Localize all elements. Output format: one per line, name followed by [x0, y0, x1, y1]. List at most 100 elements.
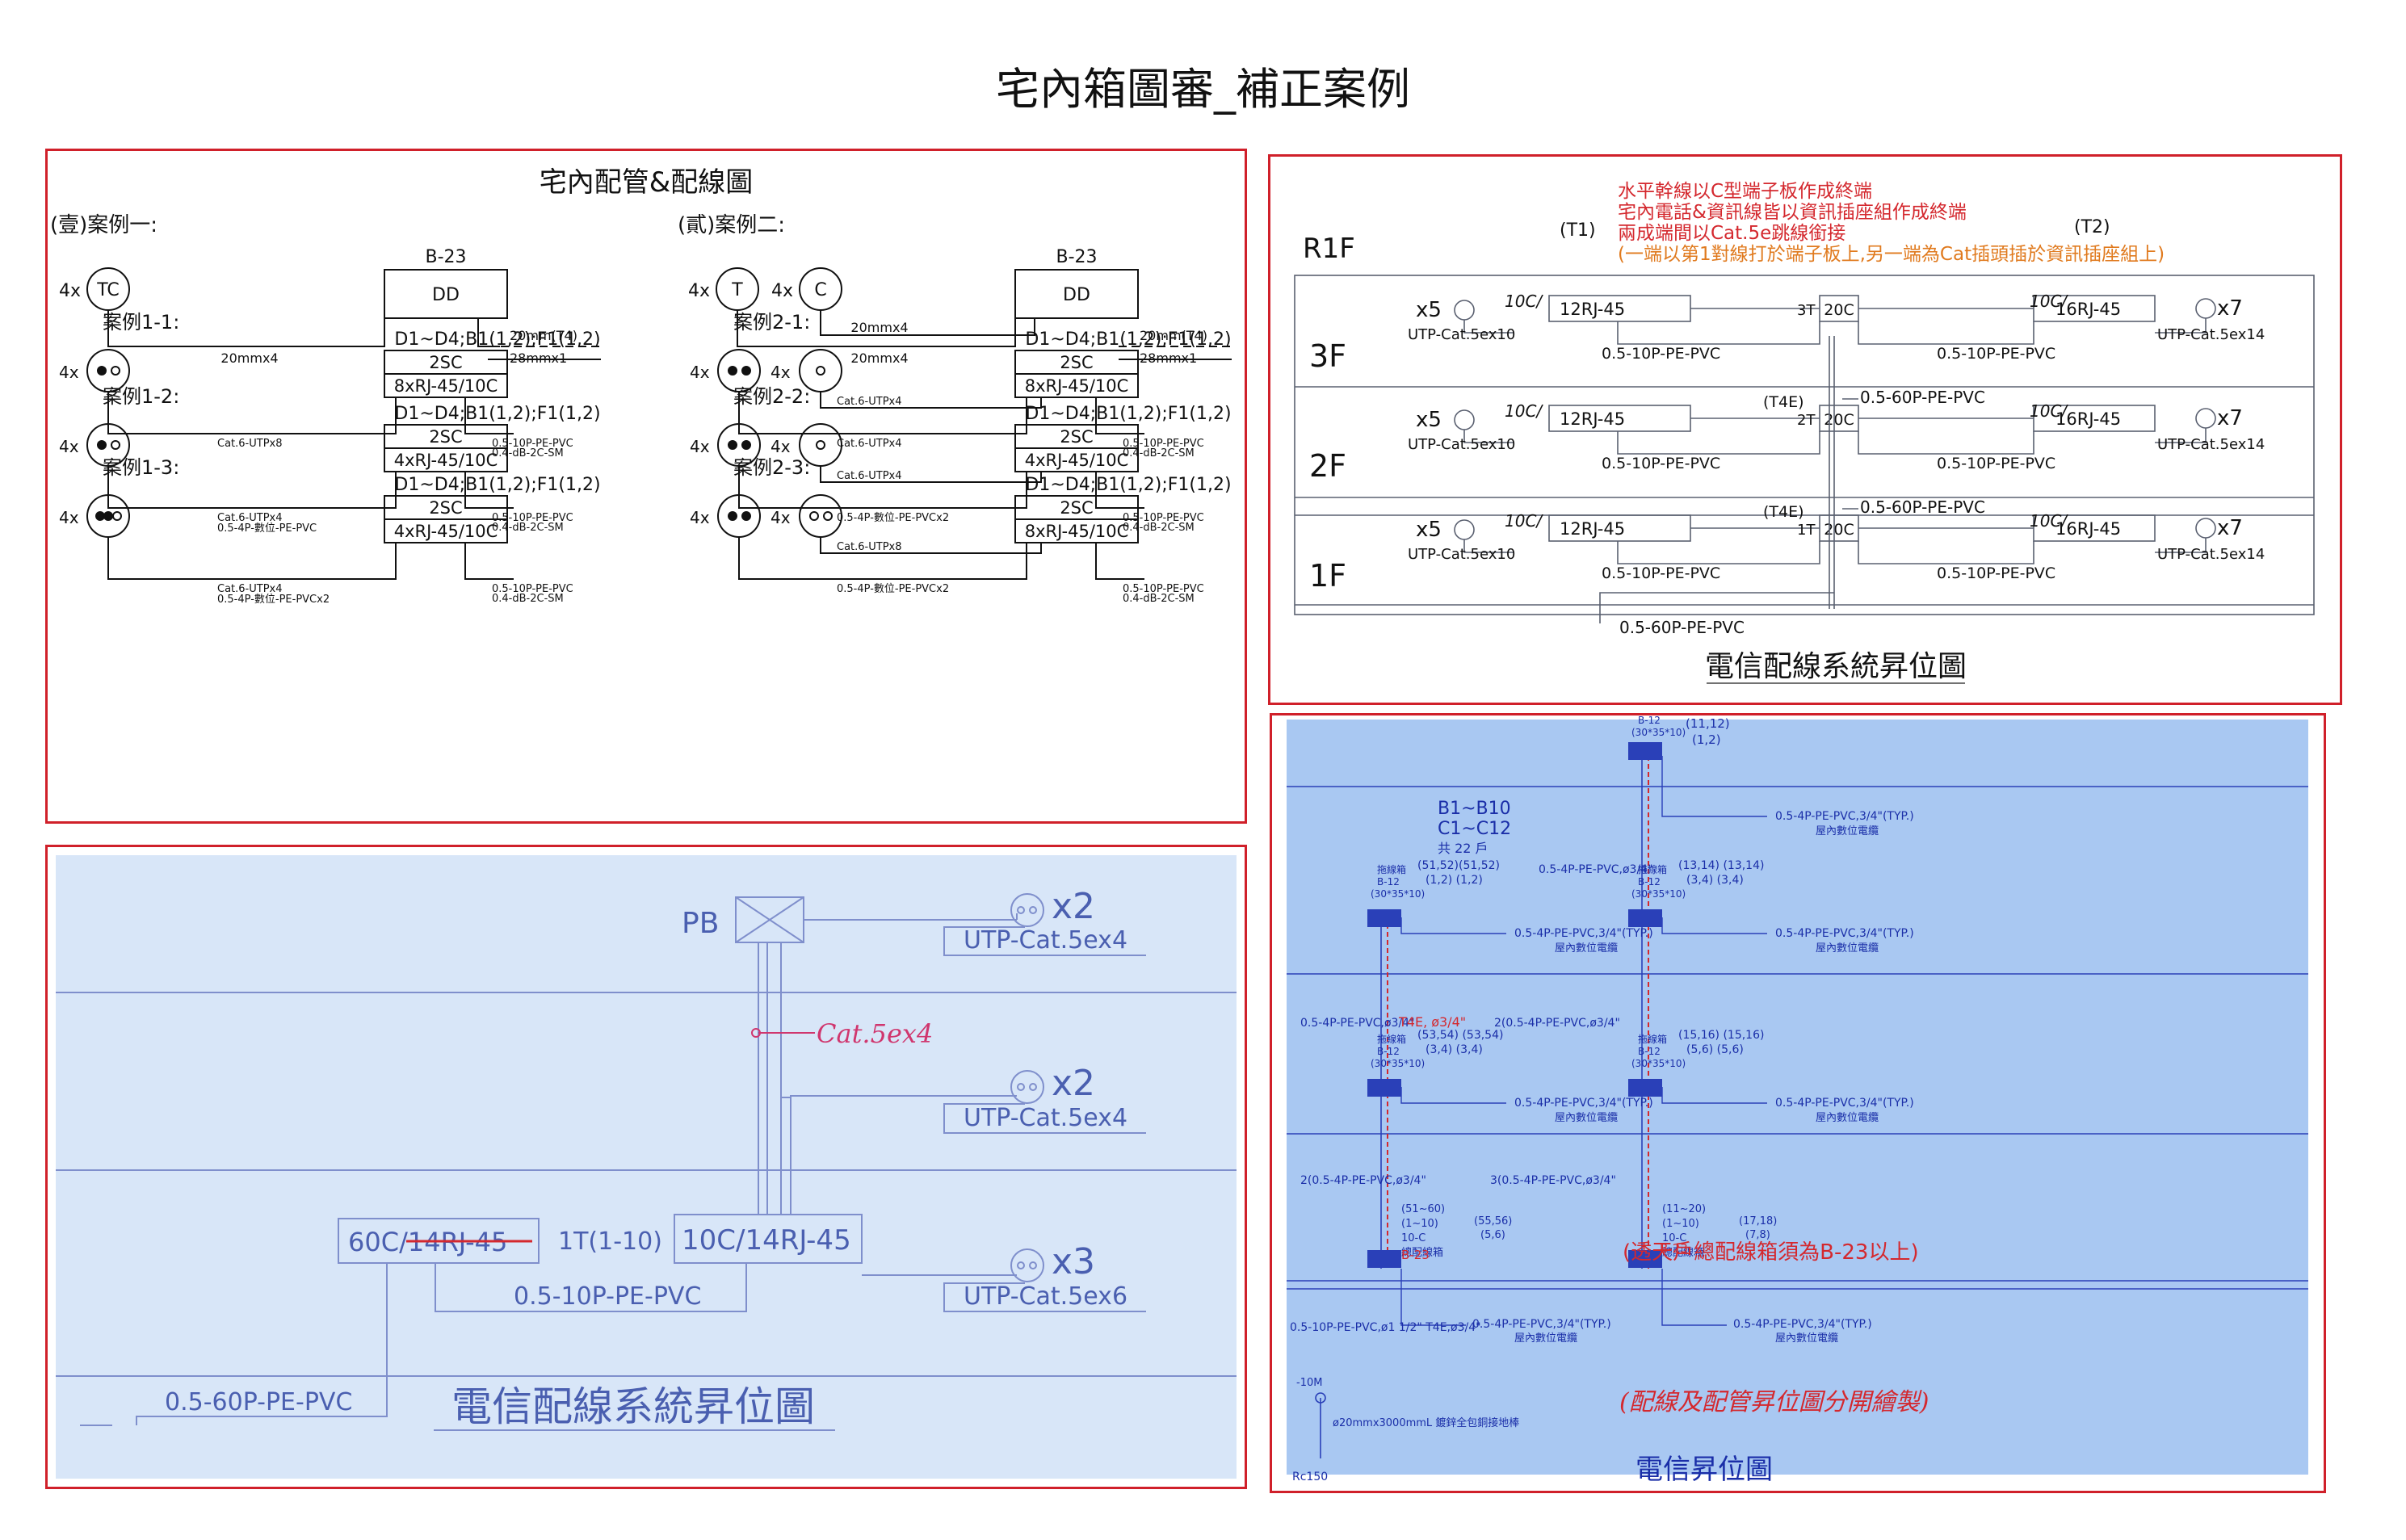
cable-label-2: Cat.6-UTPx4	[837, 438, 902, 450]
x-left: x5	[1416, 298, 1442, 322]
riser-cable-3: 0.5-60P-PE-PVC	[1860, 388, 1985, 407]
outlet-icon	[1454, 300, 1475, 321]
pairs: (15,16) (15,16)	[1678, 1029, 1764, 1042]
x-left: x5	[1416, 518, 1442, 542]
out-label-2: 0.4-dB-2C-SM	[492, 522, 564, 534]
handwritten-cat5: Cat.5ex4	[817, 1018, 933, 1049]
outlet-icon	[2195, 518, 2216, 539]
multiplier-2: 4x	[771, 363, 791, 382]
case1-heading: (壹)案例一:	[50, 213, 157, 237]
left-box-label: 12RJ-45	[1560, 519, 1625, 539]
floor-label: 3F	[1309, 338, 1346, 374]
box-model: B-12	[1377, 1046, 1400, 1057]
red-note: (透天戶總配線箱須為B-23以上)	[1623, 1240, 1919, 1265]
range-label: 10-C	[1401, 1232, 1426, 1244]
dot-icon	[103, 511, 113, 521]
block-title-3: 共 22 戶	[1438, 841, 1489, 856]
dot-icon	[97, 440, 107, 450]
out-label-1: 0.5-10P-PE-PVC	[1123, 438, 1204, 450]
out-label-1: 0.5-10P-PE-PVC	[492, 512, 573, 524]
case1-mult: 4x	[59, 281, 81, 301]
case2-conduit2: 20mm(T4)	[1140, 328, 1207, 343]
pairs: (53,54) (53,54)	[1417, 1029, 1503, 1042]
range-label: (11~20)	[1662, 1203, 1706, 1215]
pairs-b: (3,4) (3,4)	[1686, 874, 1744, 887]
digital-bottom-l: 屋內數位電纜	[1514, 1332, 1577, 1345]
pairs-b: (1,2) (1,2)	[1426, 874, 1483, 887]
t1-label: (T1)	[1560, 220, 1596, 241]
multiplier: 4x	[59, 437, 79, 456]
box-label: 拖線箱	[1377, 1033, 1406, 1045]
utp-left: UTP-Cat.5ex10	[1408, 436, 1515, 453]
outlet-1-mult: x2	[1052, 886, 1095, 927]
cable-label-2: 0.5-4P-數位-PE-PVCx2	[837, 512, 949, 524]
hand-left: 10C/	[1505, 401, 1543, 421]
pairs-b: (5,6) (5,6)	[1686, 1043, 1744, 1056]
case-title: 案例1-1:	[103, 311, 179, 334]
cable-typ-bottom-l: 0.5-4P-PE-PVC,3/4"(TYP.)	[1472, 1318, 1611, 1331]
dot-icon	[728, 440, 737, 450]
floor-label: 1F	[1309, 558, 1346, 594]
pvc-right: 0.5-10P-PE-PVC	[1937, 455, 2055, 472]
out-label-2: 0.4-dB-2C-SM	[492, 447, 564, 459]
case2-conduit1: 20mmx4	[850, 320, 908, 335]
range-label: 10-C	[1662, 1232, 1686, 1244]
wiring-diagram-svg: 宅內配管&配線圖 (壹)案例一: 4x TC B-23 DD 20mmx4 20…	[50, 166, 1232, 606]
outlet-icon	[1454, 519, 1475, 540]
pb-label: PB	[682, 907, 719, 940]
box-bottom-label: 8xRJ-45/10C	[394, 376, 498, 396]
digital-bottom-r: 屋內數位電纜	[1775, 1332, 1838, 1345]
cable-label: Cat.6-UTPx8	[837, 541, 902, 553]
box-size: (30*35*10)	[1371, 1058, 1425, 1069]
c-label: C	[814, 280, 826, 300]
cable-typ-bottom-r: 0.5-4P-PE-PVC,3/4"(TYP.)	[1733, 1318, 1872, 1331]
case-title: 案例2-1:	[733, 311, 810, 334]
cable-label: Cat.6-UTPx4	[217, 583, 283, 595]
right-box-label: 16RJ-45	[2055, 300, 2121, 319]
hand-right: 10C/	[2030, 292, 2068, 311]
roof-label: R1F	[1303, 233, 1355, 265]
dot-icon	[816, 440, 825, 450]
pvc-left: 0.5-10P-PE-PVC	[1602, 564, 1720, 582]
x-right: x7	[2217, 406, 2243, 430]
digital-label: 屋內數位電纜	[1816, 942, 1879, 955]
tc-label: TC	[96, 280, 120, 300]
case1-conduit3: 28mmx1	[510, 350, 567, 366]
t4e-label-2: (T4E)	[1763, 503, 1804, 521]
x-right: x7	[2217, 296, 2243, 321]
outlet-3-cable: UTP-Cat.5ex6	[964, 1282, 1127, 1311]
out-label-1: 0.5-10P-PE-PVC	[492, 583, 573, 595]
dim-label: -10M	[1296, 1377, 1322, 1389]
note-orange: (一端以第1對線打於端子板上,另一端為Cat插頭插於資訊插座組上)	[1618, 244, 2165, 265]
out-label-2: 0.4-dB-2C-SM	[1123, 447, 1195, 459]
box-bottom-label: 4xRJ-45/10C	[394, 522, 498, 541]
range-label: (1~10)	[1401, 1218, 1438, 1230]
box-label: 拖線箱	[1638, 863, 1667, 875]
note-2: 宅內電話&資訊線皆以資訊插座組作成終端	[1618, 202, 1967, 223]
feed-label-l: 0.5-4P-PE-PVC,ø3/4"	[1300, 1017, 1415, 1030]
riser-scan-svg: PB x2 UTP-Cat.5ex4 x2 UTP-Cat.5ex4 x3 UT…	[56, 855, 1237, 1479]
case-spec: D1~D4;B1(1,2);F1(1,2)	[394, 475, 600, 495]
utp-left: UTP-Cat.5ex10	[1408, 326, 1515, 343]
dot-icon	[809, 511, 819, 521]
right-box-label: 10C/14RJ-45	[682, 1224, 851, 1257]
cable-label-2: 0.5-4P-數位-PE-PVCx2	[217, 594, 330, 606]
cable-typ: 0.5-4P-PE-PVC,3/4"(TYP.)	[1514, 1097, 1653, 1110]
outlet-icon	[2195, 298, 2216, 319]
case-title: 案例2-3:	[733, 456, 810, 479]
dot-icon	[111, 440, 120, 450]
case2-mult-t: 4x	[688, 281, 710, 301]
riser-label: 2T	[1797, 412, 1816, 429]
outlet-2-cable: UTP-Cat.5ex4	[964, 1104, 1127, 1132]
top-pairs-2: (1,2)	[1692, 732, 1721, 747]
out-label-1: 0.5-10P-PE-PVC	[1123, 583, 1204, 595]
case2-conduit3: 28mmx1	[1140, 350, 1197, 366]
box-model: B-12	[1638, 876, 1661, 887]
scale-label: Rc150	[1292, 1471, 1328, 1483]
utp-left: UTP-Cat.5ex10	[1408, 546, 1515, 563]
riser-label: 3T	[1797, 302, 1816, 319]
pvc-label: 0.5-10P-PE-PVC	[514, 1282, 701, 1311]
hand-left: 10C/	[1505, 511, 1543, 531]
